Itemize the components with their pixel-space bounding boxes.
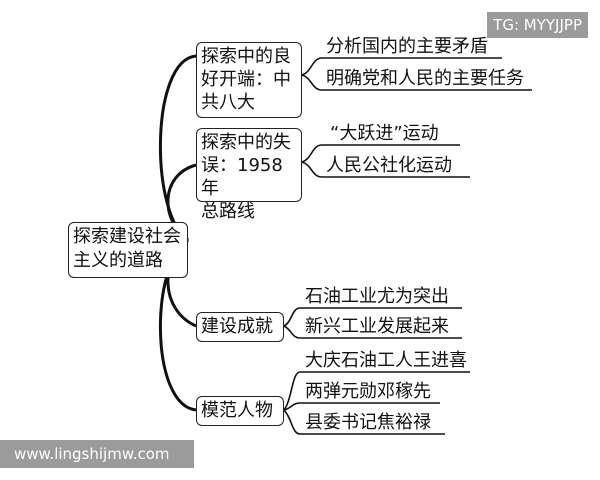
root-node: 探索建设社会 主义的道路 <box>68 222 188 278</box>
connector-b3-leaf2 <box>283 325 462 339</box>
connector-b4-leaf1 <box>283 371 470 411</box>
connector-b3-leaf1 <box>283 307 462 327</box>
connector-root-branch1 <box>159 54 197 242</box>
connector-b1-leaf2 <box>301 74 532 91</box>
connector-b1-leaf1 <box>301 57 502 76</box>
connector-b2-leaf2 <box>301 161 470 178</box>
leaf-b3-2: 新兴工业发展起来 <box>305 316 449 337</box>
leaf-b4-1: 大庆石油工人王进喜 <box>305 350 467 371</box>
leaf-b1-2: 明确党和人民的主要任务 <box>326 68 524 89</box>
connector-b4-leaf2 <box>283 402 440 411</box>
branch-node-4: 模范人物 <box>196 396 284 426</box>
leaf-b2-2: 人民公社化运动 <box>326 155 452 176</box>
connector-b2-leaf1 <box>301 144 460 163</box>
leaf-b2-1: “大跃进”运动 <box>330 123 439 144</box>
connector-b4-leaf3 <box>283 409 445 435</box>
branch-node-3: 建设成就 <box>196 312 284 342</box>
branch-node-2: 探索中的失 误：1958年 总路线 <box>196 128 302 222</box>
watermark-top: TG: MYYJJPP <box>487 12 588 38</box>
branch-node-1: 探索中的良 好开端：中 共八大 <box>196 42 302 118</box>
leaf-b4-2: 两弹元勋邓稼先 <box>305 381 431 402</box>
leaf-b1-1: 分析国内的主要矛盾 <box>326 36 488 57</box>
watermark-bottom: www.lingshijmw.com <box>0 440 194 468</box>
leaf-b4-3: 县委书记焦裕禄 <box>305 412 431 433</box>
leaf-b3-1: 石油工业尤为突出 <box>305 286 449 307</box>
